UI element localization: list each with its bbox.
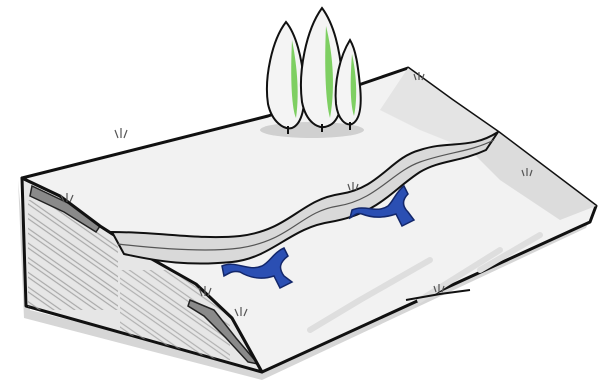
raised-plateau-shade bbox=[380, 68, 498, 150]
tree-icon bbox=[265, 20, 306, 134]
tree-icon bbox=[334, 38, 362, 130]
grass-tuft-icon bbox=[60, 72, 533, 317]
right-slope-shade bbox=[470, 132, 596, 220]
water-flow-arrow-icon bbox=[221, 247, 294, 290]
valley-floor-line bbox=[117, 139, 495, 251]
slope-streaks bbox=[307, 232, 543, 333]
tree-icon bbox=[299, 6, 344, 132]
valley-channel bbox=[110, 131, 499, 265]
surface-crack bbox=[405, 289, 471, 301]
water-flow-arrow-icon bbox=[348, 184, 416, 228]
pebble-band-right bbox=[187, 298, 260, 366]
